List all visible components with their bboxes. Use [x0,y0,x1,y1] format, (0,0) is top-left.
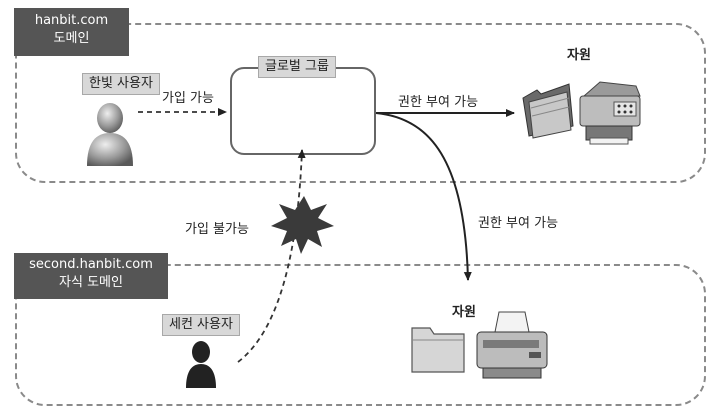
block-burst-icon [271,196,334,254]
child-domain-name: second.hanbit.com [29,257,153,272]
bottom-resource-title: 자원 [452,305,476,320]
grant-bottom-label: 권한 부여 가능 [478,216,559,231]
top-domain-name: hanbit.com [34,13,109,28]
top-domain-region [15,23,706,183]
user-icon [87,103,133,166]
top-domain-sub: 도메인 [53,31,90,46]
second-user-label: 세컨 사용자 [162,314,240,336]
folder-icon [522,83,574,139]
hanbit-user-label: 한빛 사용자 [82,73,160,95]
join-no-label: 가입 불가능 [185,222,249,237]
grant-bottom-arrow [375,112,472,281]
child-domain-region [15,264,706,406]
printer-icon [476,311,548,379]
top-resource-title: 자원 [567,48,591,63]
folder-icon [411,327,465,373]
fax-machine-icon [579,81,641,145]
global-group-box [230,67,376,155]
join-no-arrow [237,149,306,363]
join-ok-label: 가입 가능 [162,91,214,106]
child-domain-sub: 자식 도메인 [59,275,123,290]
grant-top-label: 권한 부여 가능 [398,95,479,110]
user-icon [186,341,216,388]
child-domain-tag: second.hanbit.com 자식 도메인 [14,253,168,299]
global-group-label: 글로벌 그룹 [258,56,336,78]
top-domain-tag: hanbit.com 도메인 [14,8,129,56]
